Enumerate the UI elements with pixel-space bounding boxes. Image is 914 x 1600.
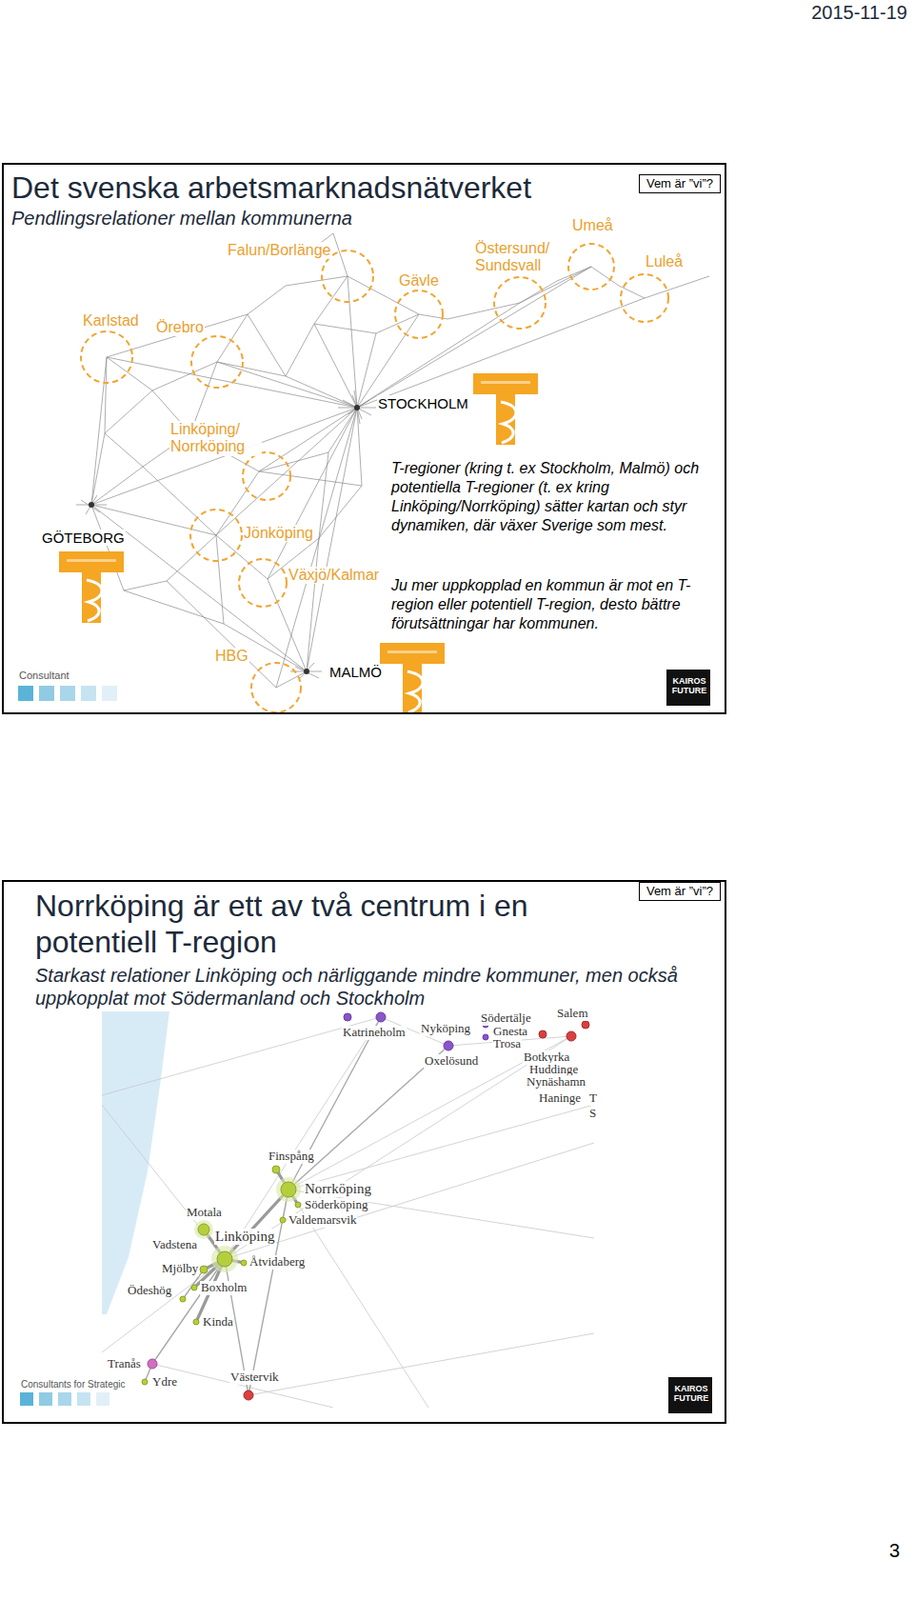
place-label: Västervik bbox=[229, 1370, 280, 1385]
date-stamp: 2015-11-19 bbox=[810, 1, 909, 24]
tag-box: Vem är ”vi”? bbox=[638, 881, 721, 901]
place-label: Haninge bbox=[537, 1091, 582, 1106]
tag-box: Vem är ”vi”? bbox=[638, 174, 721, 194]
region-label: Umeå bbox=[571, 217, 615, 235]
place-label: Åtvidaberg bbox=[248, 1254, 306, 1270]
region-label: Luleå bbox=[644, 253, 684, 271]
place-label: Katrineholm bbox=[341, 1025, 407, 1040]
region-label: Linköping/ Norrköping bbox=[169, 420, 262, 457]
slide-title: Det svenska arbetsmarknadsnätverket bbox=[11, 170, 707, 206]
place-label: Nyköping bbox=[419, 1021, 472, 1036]
t-badge bbox=[473, 373, 538, 445]
place-label: Finspång bbox=[267, 1149, 316, 1164]
place-label: Tranås bbox=[106, 1356, 142, 1371]
node-text: Vem är ”vi”? bbox=[646, 883, 714, 899]
node-text: Vem är ”vi”? bbox=[646, 176, 714, 192]
place-label: Motala bbox=[185, 1205, 223, 1220]
logo-text: Consultants for Strategic bbox=[19, 1378, 127, 1391]
region-label: Örebro bbox=[155, 318, 205, 337]
t-badge bbox=[59, 551, 124, 623]
hub-label: MALMÖ bbox=[328, 663, 383, 680]
region-label: Falun/Borlänge bbox=[226, 241, 333, 259]
region-label: HBG bbox=[214, 647, 250, 665]
page-number: 3 bbox=[888, 1539, 901, 1562]
region-label: Jönköping bbox=[242, 524, 315, 542]
region-label: Gävle bbox=[397, 272, 440, 290]
place-label: S bbox=[588, 1106, 597, 1121]
consultant-squares bbox=[18, 685, 118, 701]
consultant-squares bbox=[19, 1391, 110, 1406]
slide-subtitle: Starkast relationer Linköping och närlig… bbox=[35, 963, 683, 1010]
logo-block bbox=[666, 669, 711, 706]
place-label: Ydre bbox=[151, 1374, 179, 1390]
place-label: Mjölby bbox=[160, 1261, 199, 1276]
region-label: Östersund/ Sundsvall bbox=[474, 239, 567, 276]
place-label: Nynäshamn bbox=[525, 1074, 587, 1090]
slide-title: Norrköping är ett av två centrum i en po… bbox=[35, 887, 607, 961]
place-label: Söderköping bbox=[303, 1197, 369, 1213]
slide-frame: Norrköping är ett av två centrum i en po… bbox=[1, 879, 727, 1424]
place-label: Trosa bbox=[492, 1036, 522, 1052]
logo-text: Consultant bbox=[18, 669, 71, 682]
logo-block bbox=[668, 1376, 713, 1413]
place-label: Kinda bbox=[201, 1314, 235, 1330]
region-label: Karlstad bbox=[81, 312, 140, 330]
place-label: Ödeshög bbox=[126, 1283, 173, 1298]
note-text: T-regioner (kring t. ex Stockholm, Malmö… bbox=[390, 458, 712, 536]
place-label: Boxholm bbox=[199, 1280, 248, 1295]
place-label: Norrköping bbox=[303, 1180, 373, 1197]
place-label: Salem bbox=[556, 1006, 590, 1021]
place-label: Valdemarsvik bbox=[287, 1212, 358, 1228]
region-label: Växjö/Kalmar bbox=[287, 566, 380, 584]
logo-text: KAIROS FUTURE bbox=[667, 675, 712, 696]
place-label: Linköping bbox=[214, 1228, 277, 1245]
logo-text: KAIROS FUTURE bbox=[669, 1383, 714, 1404]
hub-label: STOCKHOLM bbox=[377, 395, 470, 412]
hub-dots bbox=[88, 404, 360, 675]
place-label: T bbox=[588, 1091, 598, 1106]
place-label: Oxelösund bbox=[423, 1053, 479, 1069]
hub-label: GÖTEBORG bbox=[40, 529, 126, 546]
place-label: Södertälje bbox=[479, 1011, 533, 1026]
note-text: Ju mer uppkopplad en kommun är mot en T-… bbox=[390, 576, 721, 634]
place-label: Vadstena bbox=[151, 1237, 199, 1252]
map bbox=[101, 1011, 595, 1408]
t-badge bbox=[379, 642, 445, 715]
